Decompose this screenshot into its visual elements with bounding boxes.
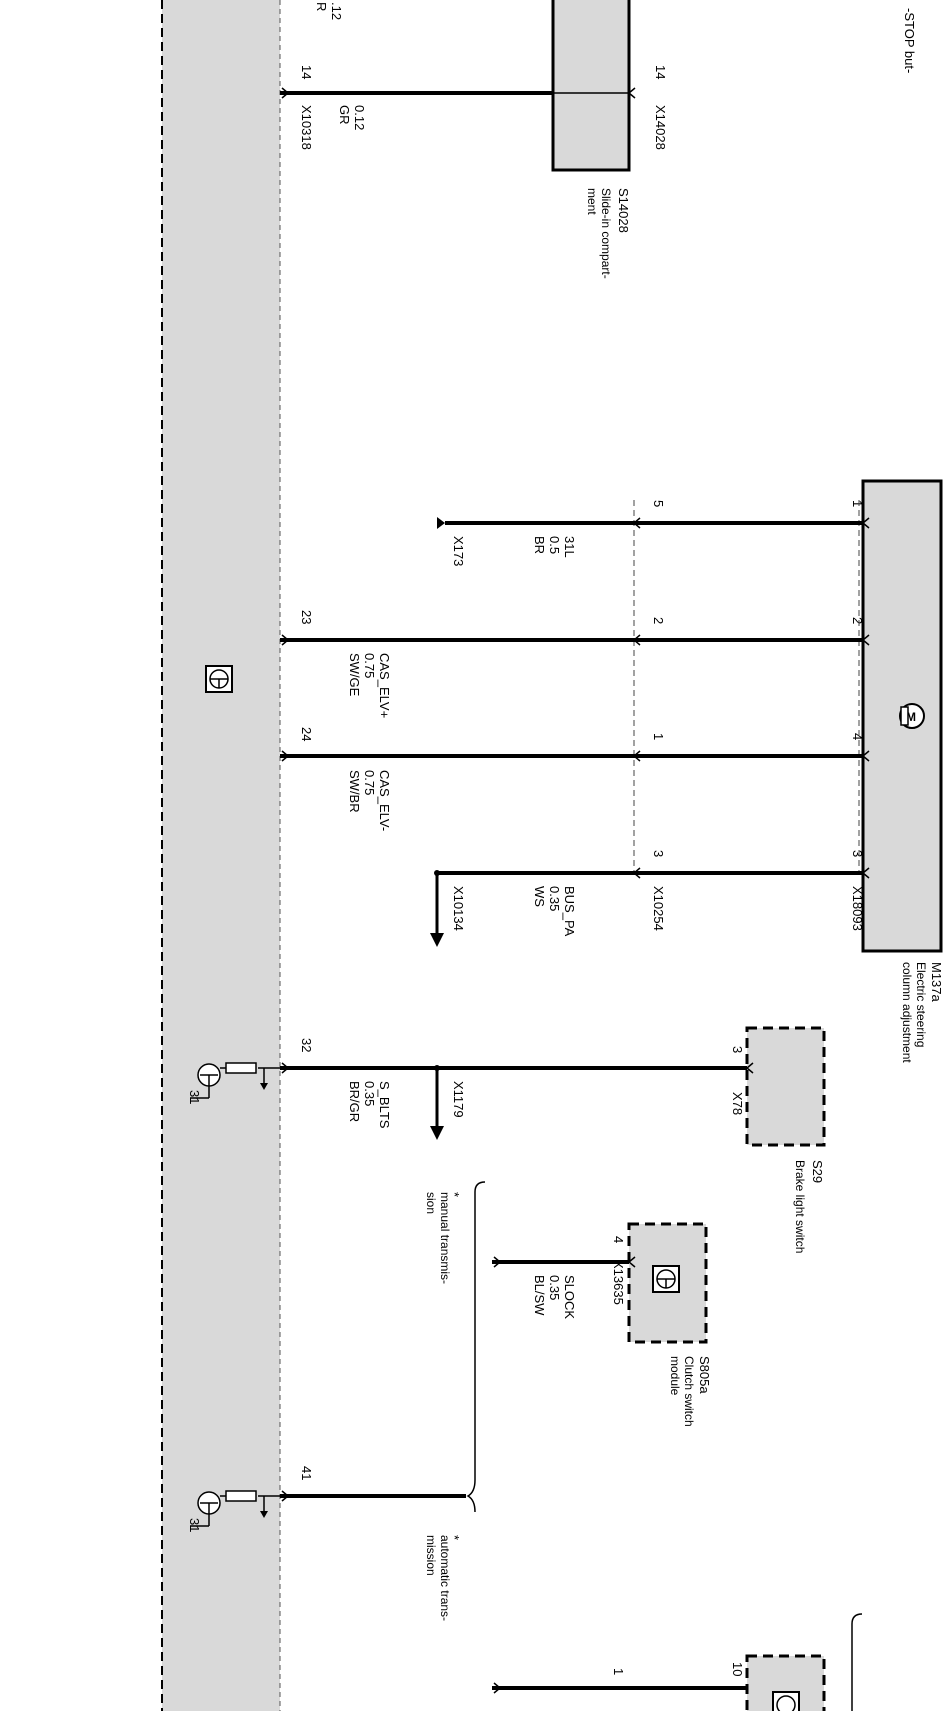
cas-elv-plus-signal: CAS_ELV+: [377, 653, 392, 718]
s-blts-signal: S_BLTS: [377, 1081, 392, 1129]
steering-pin-4: 4: [850, 733, 865, 740]
cas-elv-plus-color: SW/GE: [347, 653, 362, 697]
cas-elv-minus-pin: 24: [299, 727, 314, 741]
bottom-pin-10: 10: [730, 1662, 745, 1676]
brake-switch-pin: 3: [730, 1046, 745, 1053]
steering-connector: X18093: [850, 886, 865, 931]
wire-31l: [437, 517, 870, 529]
cas-elv-plus-size: 0.75: [362, 653, 377, 678]
s-blts-size: 0.35: [362, 1081, 377, 1106]
inline-pin-2: 2: [651, 617, 666, 624]
inline-connector-label: X10254: [651, 886, 666, 931]
slide-in-compartment-id: S14028: [616, 188, 631, 233]
steering-pin-1: 1: [850, 500, 865, 507]
brake-switch-box: [745, 1026, 826, 1147]
left-connector-label: X10318: [299, 105, 314, 150]
ground-size: 0.5: [547, 536, 562, 554]
slide-in-connector: X14028: [653, 105, 668, 150]
wire-14-color: GR: [337, 105, 352, 125]
brake-switch-name: Brake light switch: [793, 1160, 807, 1253]
ground-symbol-41: [190, 1490, 280, 1527]
slide-in-compartment-box: [551, 0, 631, 172]
clutch-pin: 4: [611, 1236, 626, 1243]
inline-pin-5: 5: [651, 500, 666, 507]
wire-slock: [492, 1256, 636, 1268]
wire-bus-pa: [430, 867, 870, 947]
bottom-pin-1: 1: [611, 1668, 626, 1675]
cas-elv-minus-signal: CAS_ELV-: [377, 770, 392, 831]
manual-note-line1: manual transmis-: [438, 1192, 452, 1284]
slock-color: BL/SW: [532, 1275, 547, 1316]
cas-elv-minus-size: 0.75: [362, 770, 377, 795]
clutch-module-icon: [652, 1265, 680, 1293]
cas-elv-plus-pin: 23: [299, 610, 314, 624]
wire-cas-elv-minus: [280, 750, 870, 762]
clutch-name-2: module: [668, 1356, 682, 1396]
manual-note-line2: sion: [424, 1192, 438, 1214]
slide-in-pin: 14: [653, 65, 668, 79]
ground-connector: X173: [451, 536, 466, 566]
auto-note-line2: mission: [424, 1535, 438, 1576]
ground-signal: 31L: [562, 536, 577, 558]
s-blts-color: BR/GR: [347, 1081, 362, 1122]
bus-pa-signal: BUS_PA: [562, 886, 577, 937]
bus-pa-color: WS: [532, 886, 547, 907]
ground-31-label-a: 31: [187, 1090, 202, 1104]
control-unit-icon: [205, 665, 233, 693]
auto-note-mark: *: [447, 1535, 462, 1540]
ground-color: BR: [532, 536, 547, 554]
inline-pin-1: 1: [651, 733, 666, 740]
steering-pin-2: 2: [850, 617, 865, 624]
clutch-id: S805a: [697, 1356, 712, 1394]
wire-s-blts: [280, 1062, 754, 1140]
steering-name-1: Electric steering: [914, 962, 928, 1047]
motor-icon: M: [899, 703, 925, 729]
brace-manual: [466, 1181, 486, 1513]
bottom-wires: [492, 1682, 747, 1694]
steering-id: M137a: [929, 962, 944, 1003]
wire-14-size: 0.12: [352, 105, 367, 130]
auto-note-line1: automatic trans-: [438, 1535, 452, 1621]
slock-signal: SLOCK: [562, 1275, 577, 1319]
s-blts-continues: X1179: [451, 1081, 466, 1118]
wire-14: [280, 87, 636, 99]
brace-bottom: [851, 1613, 863, 1711]
inline-pin-3: 3: [651, 850, 666, 857]
bus-pa-size: 0.35: [547, 886, 562, 911]
clutch-connector: X13635: [611, 1260, 626, 1305]
control-unit-strip: [161, 0, 281, 1711]
manual-note-mark: *: [447, 1192, 462, 1197]
ground-symbol-32: [190, 1062, 280, 1099]
s-blts-pin: 32: [299, 1038, 314, 1052]
cas-elv-minus-color: SW/BR: [347, 770, 362, 813]
brake-switch-id: S29: [810, 1160, 825, 1183]
wire-41: [280, 1490, 466, 1502]
slide-in-compartment-name-1: Slide-in compart-: [599, 188, 613, 279]
wire-cas-elv-plus: [280, 634, 870, 646]
top-fragment-color: R: [314, 2, 329, 11]
top-fragment-size: .12: [329, 2, 344, 20]
slock-size: 0.35: [547, 1275, 562, 1300]
steering-name-2: column adjustment: [900, 962, 914, 1063]
bottom-module-icon: [772, 1691, 800, 1711]
wire-14-pin: 14: [299, 65, 314, 79]
steering-pin-3: 3: [850, 850, 865, 857]
top-fragment-text: -STOP but-: [902, 8, 917, 73]
bus-pa-continues: X10134: [451, 886, 466, 931]
slide-in-compartment-name-2: ment: [585, 188, 599, 215]
ground-31-label-b: 31: [187, 1518, 202, 1532]
clutch-name-1: Clutch switch: [682, 1356, 696, 1427]
brake-switch-connector: X78: [730, 1092, 745, 1115]
svg-text:M: M: [906, 710, 916, 724]
wire-41-pin: 41: [299, 1466, 314, 1480]
